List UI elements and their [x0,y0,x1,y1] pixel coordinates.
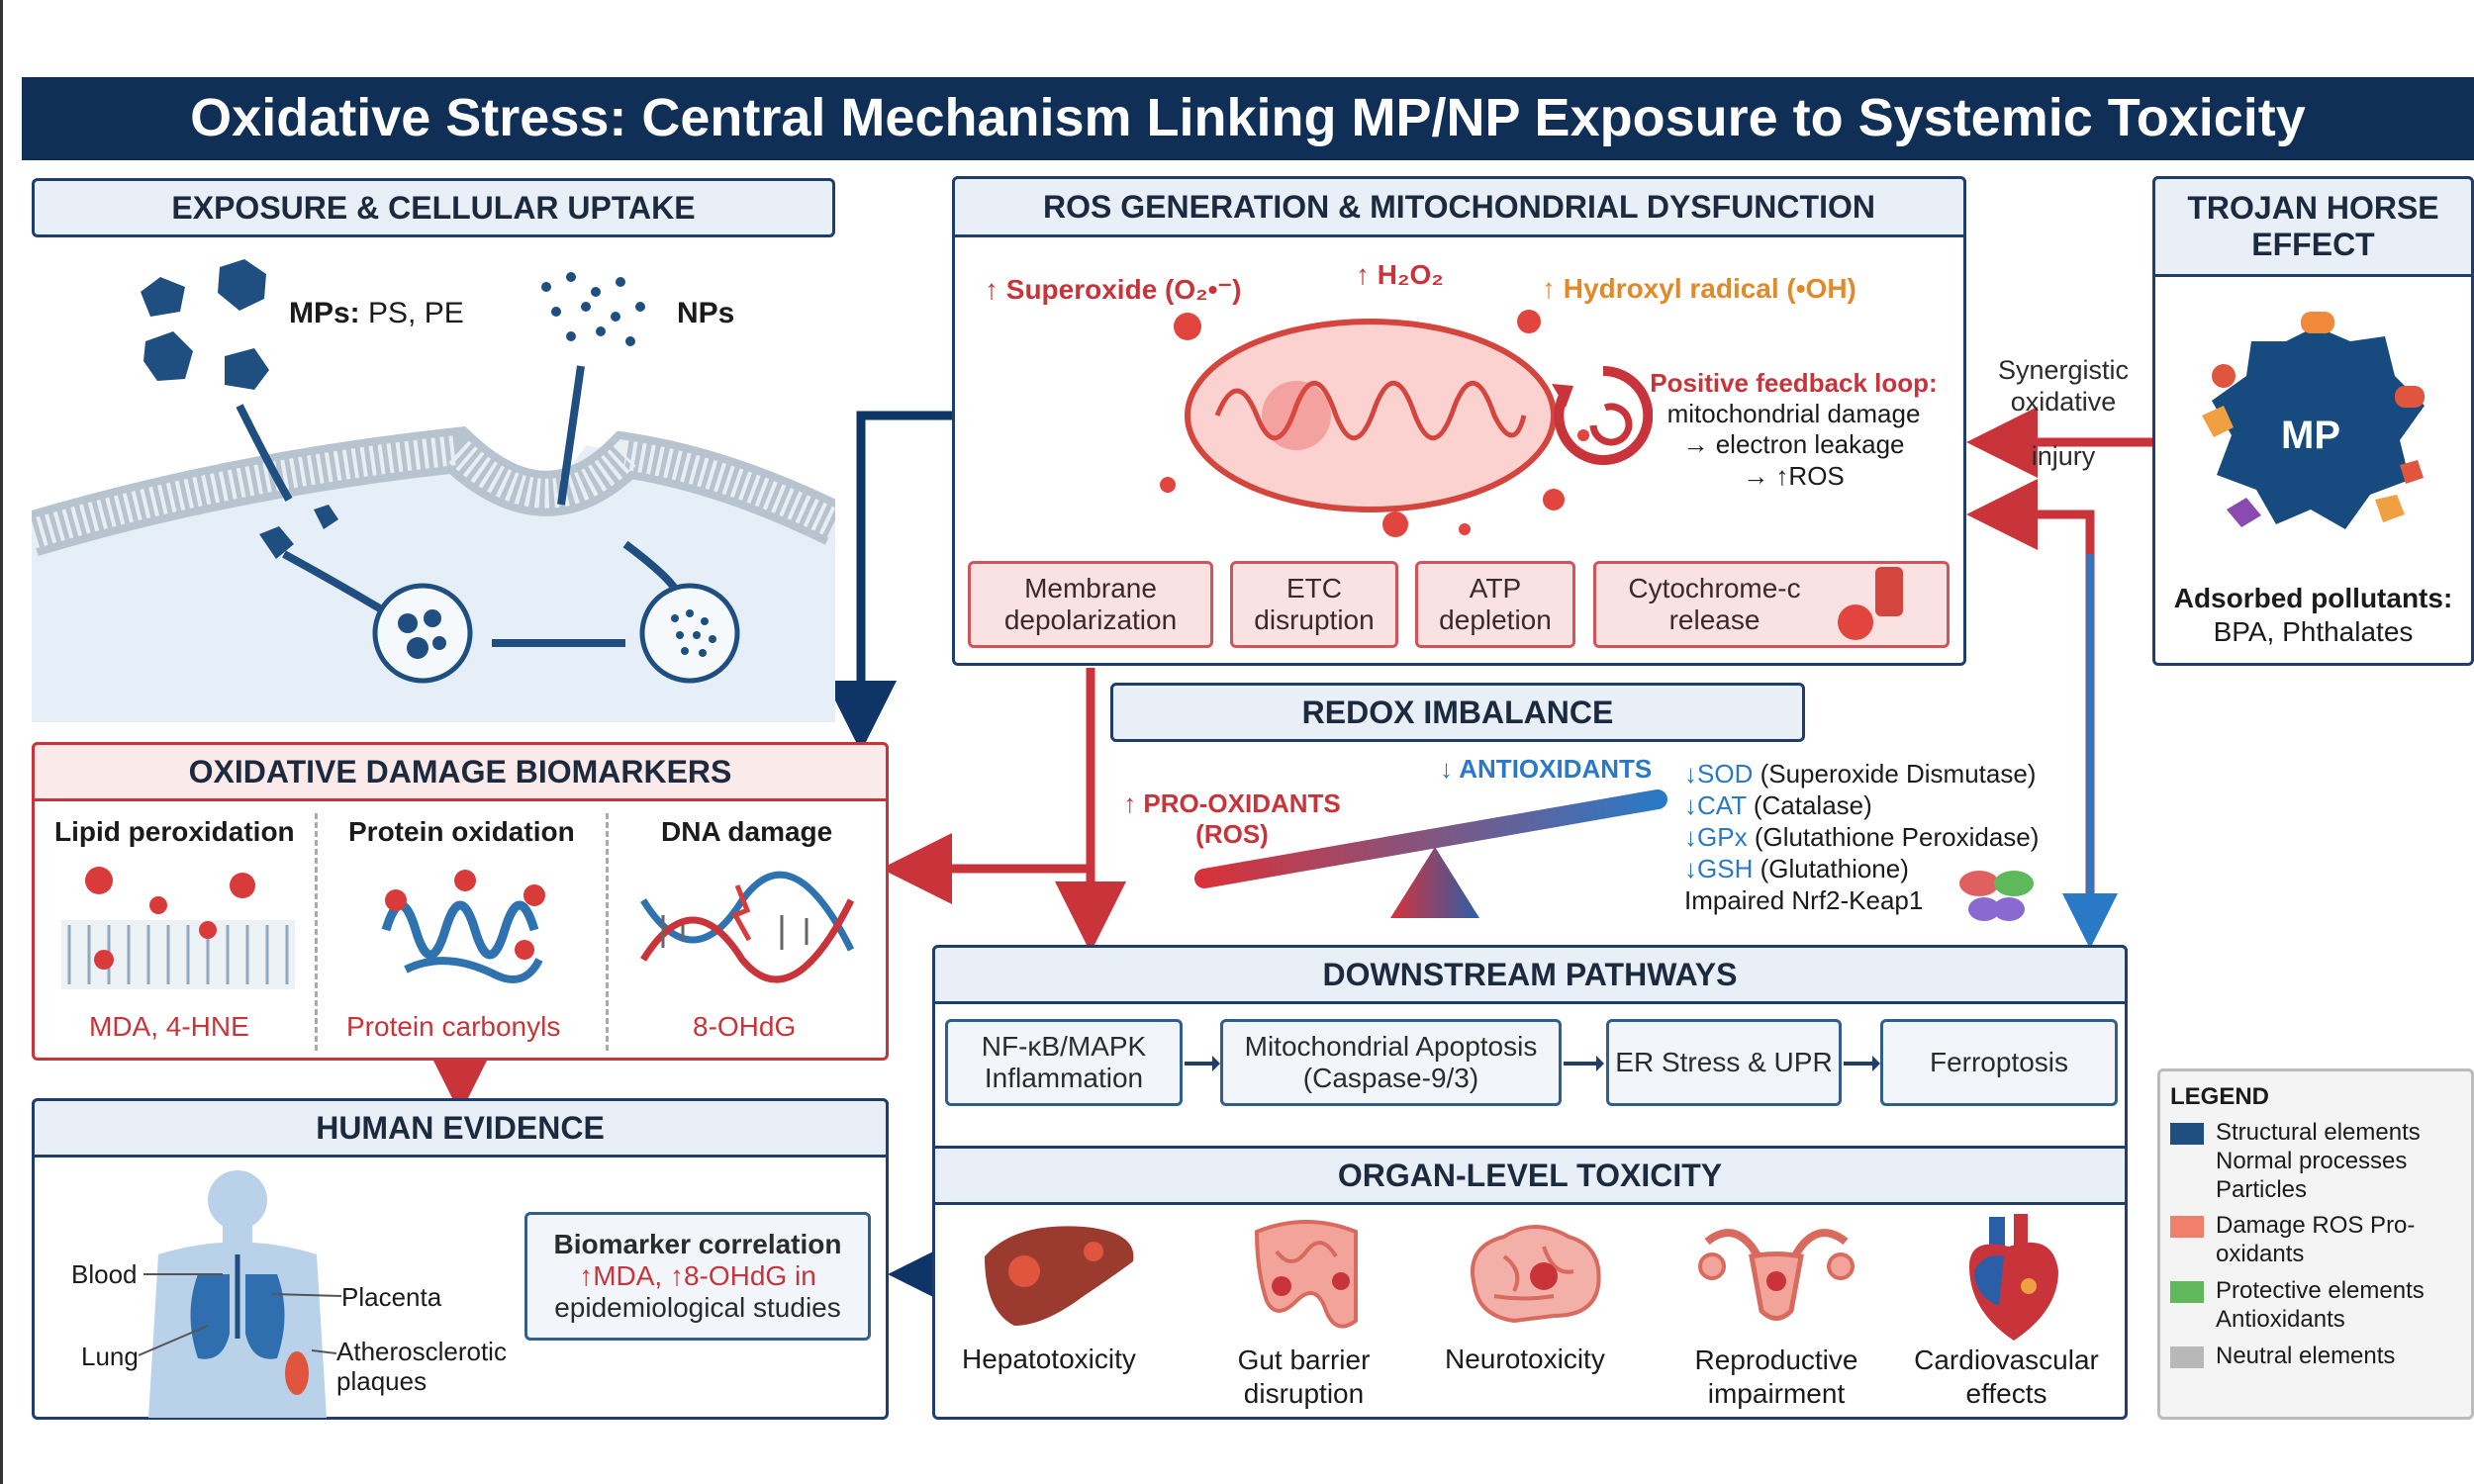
membrane-depolarization-box: Membrane depolarization [968,561,1213,648]
nrf2-complex-icon [1959,871,2034,921]
human-leader-lines [139,1273,342,1356]
synergy-line-2: oxidative [2010,387,2117,417]
heart-icon [1969,1214,2058,1341]
reproductive-label: Reproductive impairment [1694,1345,1858,1409]
legend-item-damage: Damage ROS Pro-oxidants [2170,1212,2461,1269]
legend-swatch-damage [2170,1216,2204,1239]
ros-header: ROS GENERATION & MITOCHONDRIAL DYSFUNCTI… [952,176,1966,237]
mp-particle-illustration [2202,312,2425,529]
dna-marker: 8-OHdG [693,1011,797,1042]
lipid-membrane-icon [61,867,295,989]
biomarkers-header: OXIDATIVE DAMAGE BIOMARKERS [32,742,889,801]
synergy-text: Synergistic oxidative injury [1979,354,2147,472]
seesaw-illustration [1194,789,1667,918]
cardiovascular-label: Cardiovascular effects [1914,1345,2099,1409]
synergy-line-3: injury [2031,440,2096,471]
cytochrome-c-label: Cytochrome-c release [1628,572,1801,635]
nfkb-mapk-box: NF-κB/MAPK Inflammation [945,1019,1183,1106]
feedback-text: Positive feedback loop: mitochondrial da… [1633,368,1954,492]
human-body-illustration [148,1170,327,1418]
frame-line [0,0,3,1484]
legend-item-neutral: Neutral elements [2170,1343,2461,1371]
atp-depletion-box: ATP depletion [1415,561,1575,648]
protein-icon [381,870,545,983]
adsorbed-items: BPA, Phthalates [2213,615,2414,647]
feedback-line-2: → electron leakage [1682,429,1905,460]
liver-icon [985,1226,1134,1326]
uterus-icon [1698,1229,1855,1321]
legend-swatch-structural [2170,1123,2204,1145]
human-header: HUMAN EVIDENCE [32,1098,889,1158]
correlation-title: Biomarker correlation [553,1228,842,1259]
lung-label: Lung [81,1342,139,1371]
protein-marker: Protein carbonyls [346,1011,561,1042]
etc-disruption-box: ETC disruption [1230,561,1398,648]
enzyme-gsh: ↓GSH (Glutathione) [1684,854,1909,883]
exposure-area: MPs: PS, PE NPs [25,247,846,722]
plaques-label: Atherosclerotic plaques [336,1337,507,1396]
adsorbed-text: Adsorbed pollutants: BPA, Phthalates [2152,582,2474,648]
enzyme-gpx: ↓GPx (Glutathione Peroxidase) [1684,822,2040,852]
mp-label: MP [2281,414,2340,457]
biomarker-divider-1 [315,813,318,1051]
ferroptosis-box: Ferroptosis [1880,1019,2118,1106]
trojan-header: TROJAN HORSE EFFECT [2152,176,2474,277]
brain-icon [1471,1225,1601,1324]
correlation-rest: epidemiological studies [554,1292,841,1324]
hepatotoxicity-label: Hepatotoxicity [962,1344,1136,1374]
dna-title: DNA damage [661,816,833,847]
legend-title: LEGEND [2170,1083,2270,1110]
legend-item-protective: Protective elements Antioxidants [2170,1277,2461,1335]
synergy-line-1: Synergistic [1997,355,2130,385]
legend-item-structural: Structural elements Normal processes Par… [2170,1119,2461,1204]
redox-header: REDOX IMBALANCE [1110,683,1805,742]
pro-oxidants-line-1: ↑ PRO-OXIDANTS [1123,788,1341,818]
h2o2-label: ↑ H₂O₂ [1356,259,1444,290]
blood-label: Blood [71,1259,138,1289]
exposure-header: EXPOSURE & CELLULAR UPTAKE [32,178,835,237]
pro-oxidants-line-2: (ROS) [1195,819,1269,850]
dna-icon [640,871,855,983]
legend-swatch-neutral [2170,1345,2204,1368]
enzyme-sod: ↓SOD (Superoxide Dismutase) [1684,759,2037,788]
biomarker-correlation-box: Biomarker correlation ↑MDA, ↑8-OHdG in e… [524,1212,871,1341]
mitochondrial-apoptosis-box: Mitochondrial Apoptosis (Caspase-9/3) [1220,1019,1562,1106]
title-bar: Oxidative Stress: Central Mechanism Link… [22,77,2474,160]
nrf2-keap1: Impaired Nrf2-Keap1 [1684,885,1924,915]
downstream-header: DOWNSTREAM PATHWAYS [932,945,2128,1004]
feedback-loop-icon [1552,365,1653,465]
adsorbed-title: Adsorbed pollutants: [2173,583,2453,613]
hydroxyl-label: ↑ Hydroxyl radical (•OH) [1542,273,1856,304]
gut-label: Gut barrier disruption [1237,1345,1371,1409]
pro-oxidants-label: ↑ PRO-OXIDANTS (ROS) [1113,788,1351,850]
nps-label: NPs [677,297,735,329]
cytochrome-icon [1838,567,1903,640]
organ-header: ORGAN-LEVEL TOXICITY [932,1146,2128,1205]
mitochondrion-illustration [1160,310,1589,537]
neurotoxicity-label: Neurotoxicity [1445,1344,1605,1374]
superoxide-label: ↑ Superoxide (O₂•⁻) [985,274,1242,305]
lipid-title: Lipid peroxidation [54,816,295,847]
lipid-marker: MDA, 4-HNE [89,1011,249,1042]
uptake-illustration [25,259,846,722]
feedback-line-3: → ↑ROS [1743,460,1845,491]
gut-icon [1254,1220,1358,1329]
legend-swatch-protective [2170,1280,2204,1303]
arrow-ros-to-biomarkers [825,411,952,752]
mps-label: MPs: PS, PE [289,297,464,329]
page-title: Oxidative Stress: Central Mechanism Link… [190,88,2306,147]
feedback-title: Positive feedback loop: [1650,368,1938,398]
antioxidants-label: ↓ ANTIOXIDANTS [1440,754,1653,784]
correlation-markers: ↑MDA, ↑8-OHdG in [579,1259,816,1291]
protein-title: Protein oxidation [348,816,575,847]
biomarker-divider-2 [606,813,609,1051]
cytochrome-c-release-box: Cytochrome-c release [1593,561,1950,648]
er-stress-box: ER Stress & UPR [1606,1019,1842,1106]
placenta-label: Placenta [341,1282,442,1312]
enzyme-list: ↓SOD (Superoxide Dismutase) ↓CAT (Catala… [1684,758,2039,916]
feedback-line-1: mitochondrial damage [1666,399,1921,429]
pathway-arrows [1185,1056,1880,1071]
legend: LEGEND Structural elements Normal proces… [2157,1068,2474,1420]
enzyme-cat: ↓CAT (Catalase) [1684,790,1872,820]
